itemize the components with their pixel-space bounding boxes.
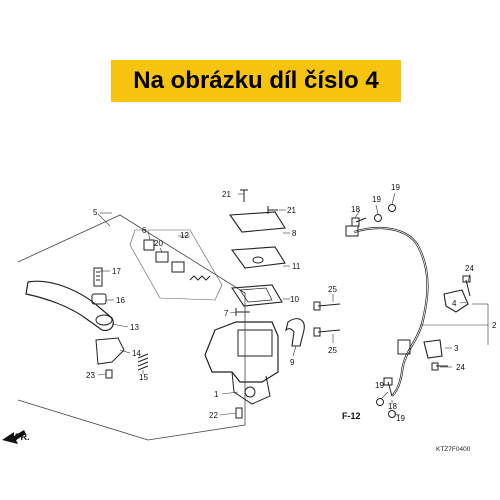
assembly-frame xyxy=(17,213,246,441)
bolt-25-upper xyxy=(313,301,341,311)
callout-25b: 25 xyxy=(328,346,337,355)
callout-13: 13 xyxy=(130,323,139,332)
leader-lines xyxy=(97,192,489,416)
callout-25a: 25 xyxy=(328,285,337,294)
clamp-bolt xyxy=(235,407,243,419)
hose-clip xyxy=(443,289,469,313)
callout-17: 17 xyxy=(112,267,121,276)
bolt-24-lower xyxy=(431,362,448,371)
callout-24b: 24 xyxy=(456,363,465,372)
callout-7: 7 xyxy=(224,309,229,318)
callout-19a: 19 xyxy=(372,195,381,204)
callout-19c: 19 xyxy=(375,381,384,390)
callout-12: 12 xyxy=(180,231,189,240)
section-ref: F-12 xyxy=(342,411,361,421)
callout-19d: 19 xyxy=(396,414,405,423)
piston-set xyxy=(143,239,211,281)
callout-4: 4 xyxy=(452,299,457,308)
callout-15: 15 xyxy=(139,373,148,382)
callout-19b: 19 xyxy=(391,183,400,192)
lever-nut xyxy=(91,293,107,305)
callout-21a: 21 xyxy=(222,190,231,199)
callout-11: 11 xyxy=(292,262,301,271)
callout-21b: 21 xyxy=(287,206,296,215)
washer-icon xyxy=(376,398,384,406)
cap-screw-right xyxy=(267,206,278,214)
callout-1: 1 xyxy=(214,390,219,399)
banjo-bolt-18-lower xyxy=(383,377,393,397)
hose-joint xyxy=(284,318,305,347)
callout-16: 16 xyxy=(116,296,125,305)
front-arrow-icon xyxy=(2,430,26,444)
callout-5: 5 xyxy=(93,208,98,217)
direction-label: FR. xyxy=(15,432,30,442)
callout-6: 6 xyxy=(142,226,147,235)
diaphragm xyxy=(231,284,283,307)
bolt-24-upper xyxy=(462,275,471,297)
callout-24a: 24 xyxy=(465,264,474,273)
switch-screw-7 xyxy=(235,308,250,316)
reservoir-cap xyxy=(228,211,286,233)
piston-kit-frame xyxy=(129,229,223,301)
diaphragm-plate xyxy=(230,246,286,269)
switch-bracket xyxy=(95,337,125,365)
callout-22: 22 xyxy=(209,411,218,420)
callout-18b: 18 xyxy=(388,402,397,411)
brake-lever xyxy=(25,280,114,331)
callout-labels: 5 12 6 20 17 16 13 14 23 15 21 21 8 11 1… xyxy=(15,183,497,453)
banjo-bolt-18-upper xyxy=(351,217,367,227)
bolt-25-lower xyxy=(313,327,341,337)
washer-icon xyxy=(388,204,396,212)
callout-14: 14 xyxy=(132,349,141,358)
cap-screw-top xyxy=(240,189,248,202)
callout-10: 10 xyxy=(290,295,299,304)
callout-2: 2 xyxy=(492,321,497,330)
switch-screw xyxy=(105,369,113,379)
pivot-bolt xyxy=(93,267,103,287)
brake-hose xyxy=(345,225,429,397)
diagram-code: KTZ7F0400 xyxy=(436,446,471,453)
hose-clamp xyxy=(423,339,443,359)
callout-20: 20 xyxy=(154,239,163,248)
callout-23: 23 xyxy=(86,371,95,380)
spring xyxy=(137,353,149,371)
callout-3: 3 xyxy=(454,344,459,353)
washer-icon xyxy=(374,214,382,222)
title-banner: Na obrázku díl číslo 4 xyxy=(111,60,401,102)
callout-18a: 18 xyxy=(351,205,360,214)
master-cylinder xyxy=(204,321,279,405)
title-banner-text: Na obrázku díl číslo 4 xyxy=(133,67,379,94)
callout-8: 8 xyxy=(292,229,297,238)
callout-9: 9 xyxy=(290,358,295,367)
